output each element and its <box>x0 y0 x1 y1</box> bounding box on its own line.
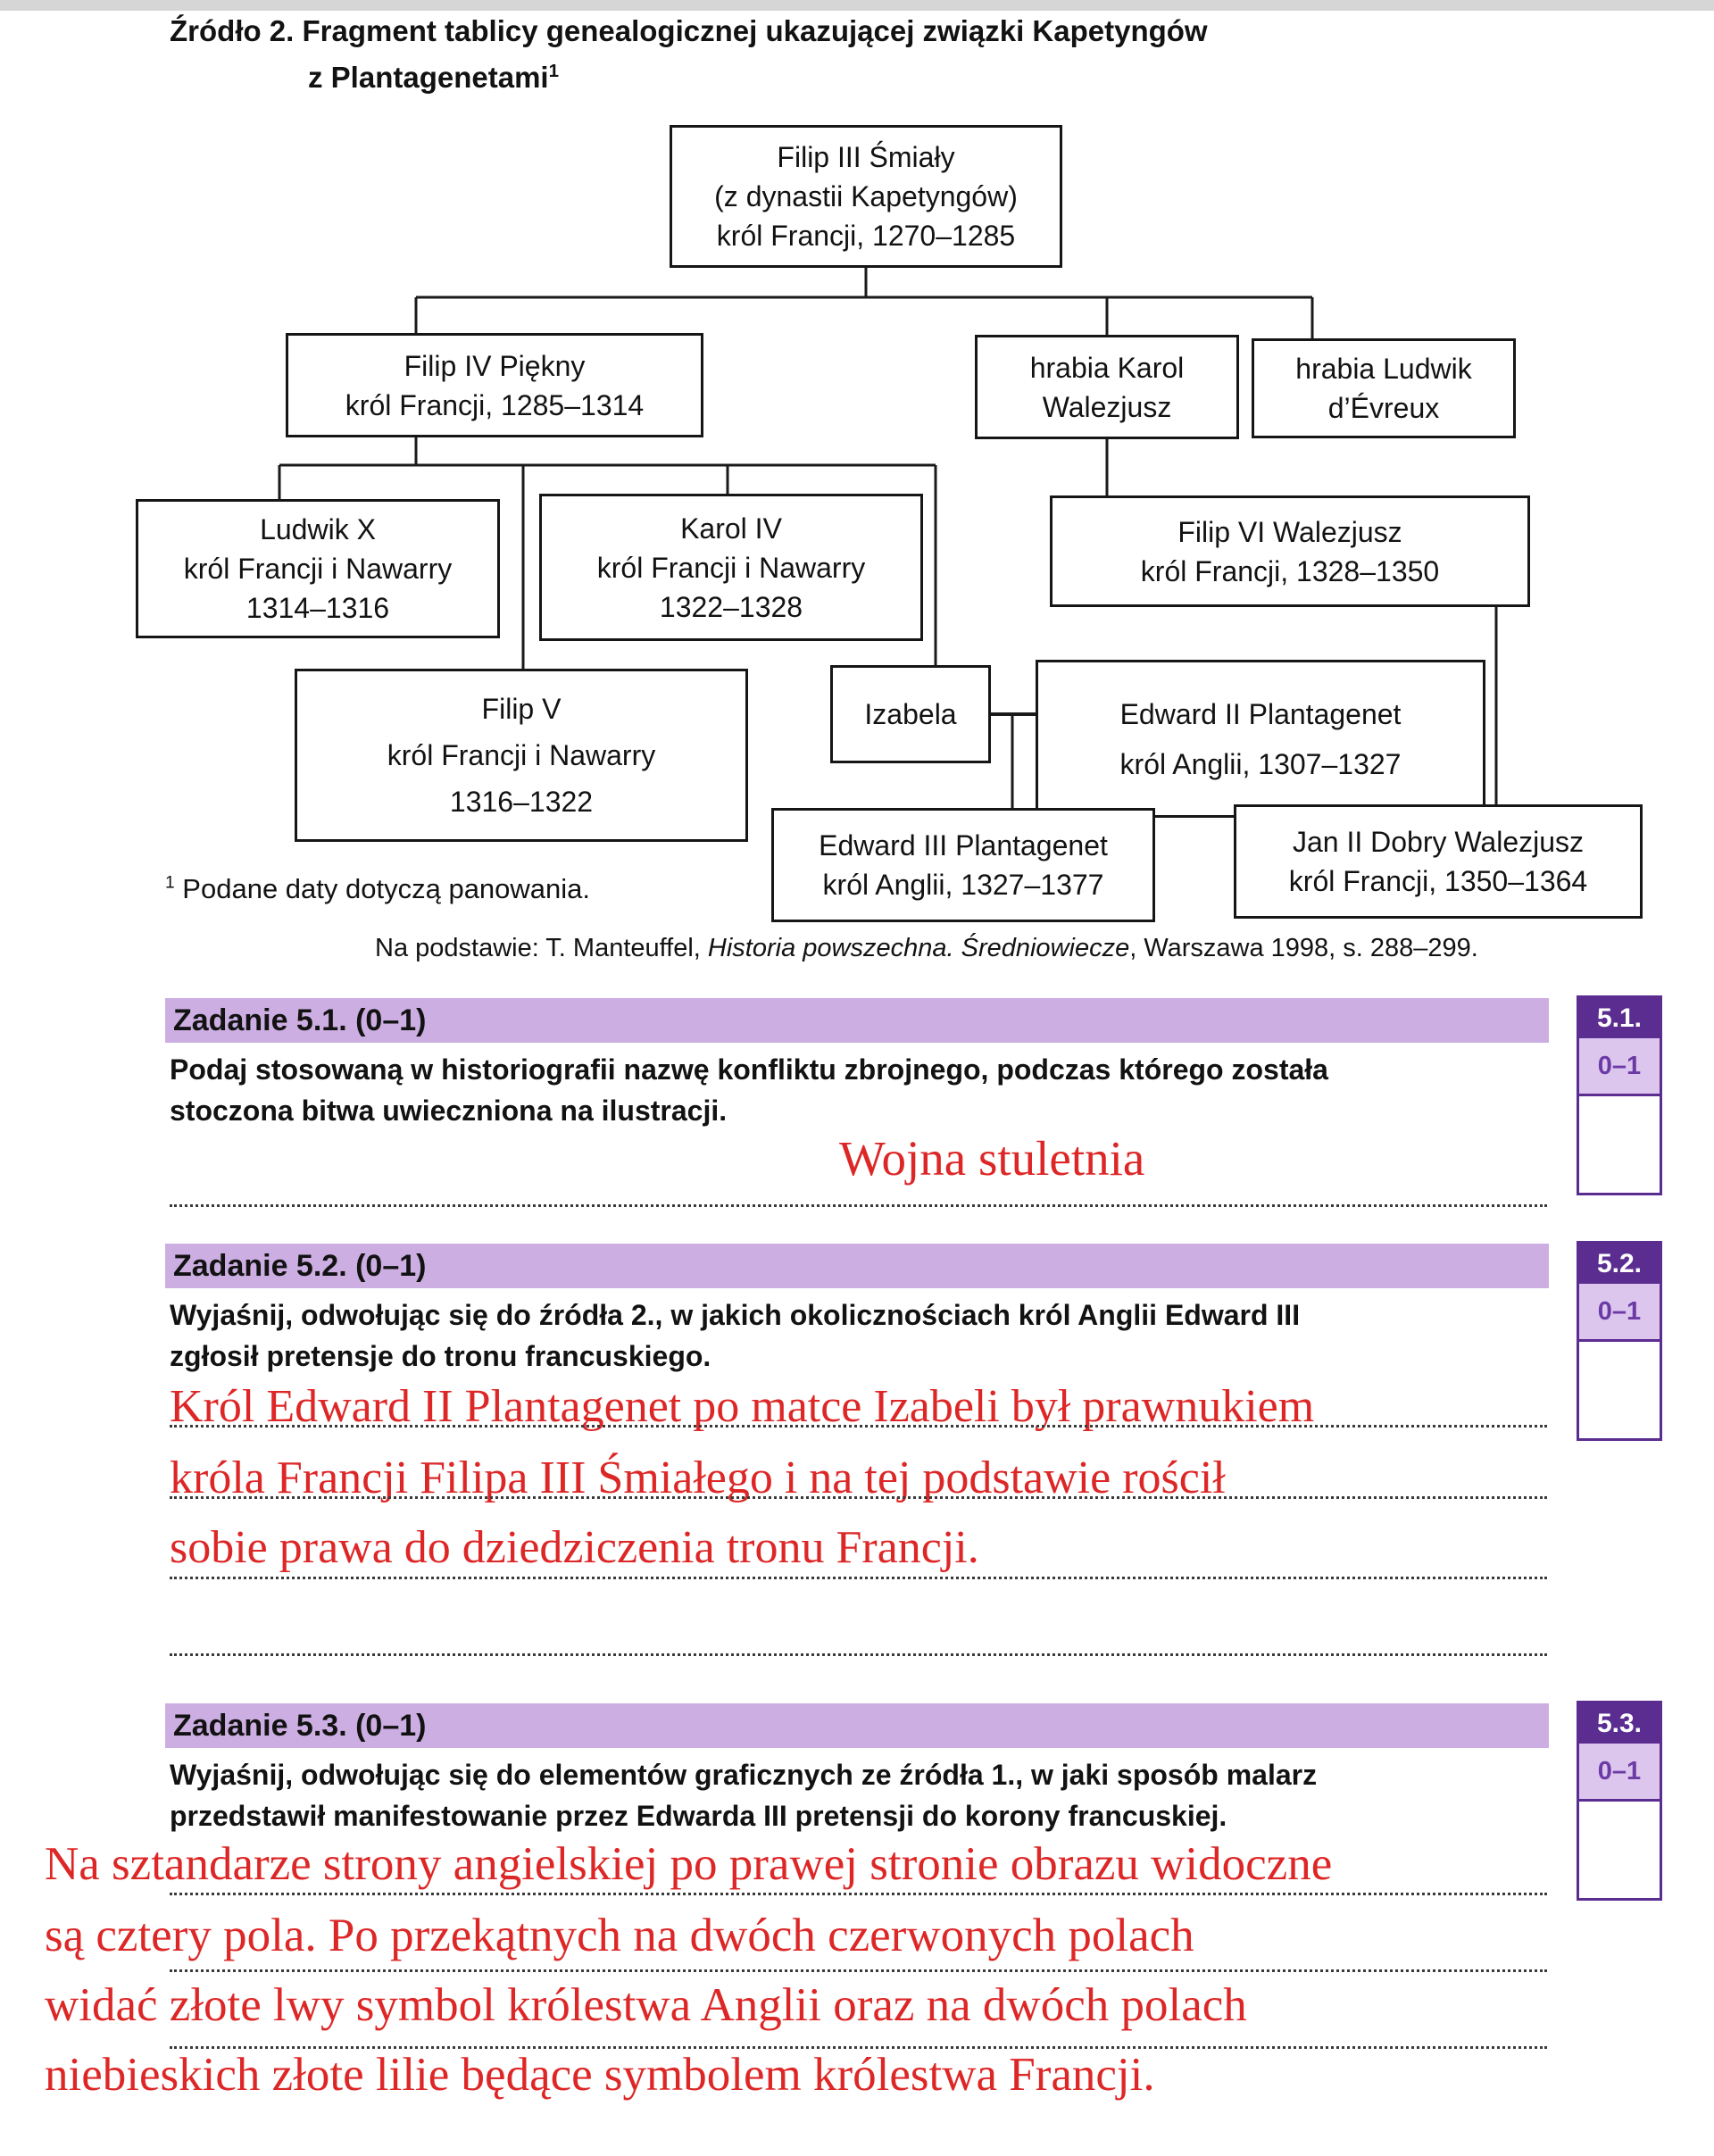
score-task-number: 5.2. <box>1579 1244 1660 1284</box>
tree-node-filip-v: Filip V król Francji i Nawarry 1316–1322 <box>295 669 748 842</box>
source-title-text2: z Plantagenetami <box>308 61 549 94</box>
task-5-2-score-box: 5.2. 0–1 <box>1577 1241 1662 1441</box>
answer-dotted-line <box>170 1496 1547 1499</box>
tree-connector-lines <box>278 268 1498 810</box>
node-line: hrabia Ludwik <box>1295 353 1472 385</box>
score-points-range: 0–1 <box>1579 1284 1660 1339</box>
node-line: 1316–1322 <box>449 786 594 818</box>
answer-dotted-line <box>170 1204 1547 1207</box>
tree-node-karol-iv: Karol IV król Francji i Nawarry 1322–132… <box>539 494 923 641</box>
task-5-2-answer-line: króla Francji Filipa III Śmiałego i na t… <box>170 1453 1226 1503</box>
node-line: Walezjusz <box>1042 390 1172 423</box>
node-line: Filip V <box>481 693 562 725</box>
node-line: Ludwik X <box>260 513 376 545</box>
node-line: Edward II Plantagenet <box>1119 697 1402 730</box>
node-line: król Francji, 1270–1285 <box>716 220 1016 252</box>
node-line: Filip III Śmiały <box>777 141 955 173</box>
source-title-line1: Źródło 2. Fragment tablicy genealogiczne… <box>170 14 1208 48</box>
scan-edge-strip <box>0 0 1714 11</box>
answer-dotted-line <box>170 1653 1547 1656</box>
node-line: król Francji i Nawarry <box>387 739 656 771</box>
task-5-2-header-bar: Zadanie 5.2. (0–1) <box>165 1244 1549 1288</box>
score-task-number: 5.1. <box>1579 998 1660 1038</box>
tree-node-ludwik-x: Ludwik X król Francji i Nawarry 1314–131… <box>136 499 500 638</box>
task-5-1-header-bar: Zadanie 5.1. (0–1) <box>165 998 1549 1043</box>
source-title-line2: z Plantagenetami1 <box>308 61 559 95</box>
task-5-3-question-line: Wyjaśnij, odwołując się do elementów gra… <box>170 1759 1318 1791</box>
tree-node-jan-ii: Jan II Dobry Walezjusz król Francji, 135… <box>1234 804 1643 919</box>
footnote-marker: 1 <box>165 873 175 893</box>
node-line: król Anglii, 1327–1377 <box>822 869 1104 901</box>
task-header-label: Zadanie 5.3. (0–1) <box>173 1709 427 1743</box>
node-line: król Francji, 1285–1314 <box>345 388 645 421</box>
task-5-3-question-line: przedstawił manifestowanie przez Edwarda… <box>170 1800 1227 1832</box>
source-suffix: , Warszawa 1998, s. 288–299. <box>1129 934 1478 962</box>
node-line: Karol IV <box>680 512 782 545</box>
tree-node-edward-ii: Edward II Plantagenet król Anglii, 1307–… <box>1036 660 1485 818</box>
node-line: Filip IV Piękny <box>404 349 586 382</box>
node-line: król Anglii, 1307–1327 <box>1119 747 1402 780</box>
task-header-label: Zadanie 5.2. (0–1) <box>173 1249 427 1283</box>
task-5-1-score-box: 5.1. 0–1 <box>1577 995 1662 1195</box>
node-line: król Francji i Nawarry <box>596 551 866 584</box>
task-5-2-question-line: Wyjaśnij, odwołując się do źródła 2., w … <box>170 1299 1301 1331</box>
task-5-2-question-line: zgłosił pretensje do tronu francuskiego. <box>170 1340 711 1372</box>
source-prefix: Na podstawie: T. Manteuffel, <box>375 934 708 962</box>
node-line: Filip VI Walezjusz <box>1177 515 1402 548</box>
task-5-3-answer-line: Na sztandarze strony angielskiej po praw… <box>45 1838 1333 1890</box>
tree-node-filip-iv: Filip IV Piękny król Francji, 1285–1314 <box>286 333 703 437</box>
footnote-text: Podane daty dotyczą panowania. <box>174 873 591 904</box>
score-task-number: 5.3. <box>1579 1703 1660 1744</box>
score-entry-cell <box>1579 1094 1660 1193</box>
node-line: 1314–1316 <box>245 592 390 624</box>
score-entry-cell <box>1579 1799 1660 1898</box>
task-5-3-answer-line: widać złote lwy symbol królestwa Anglii … <box>45 1979 1247 2031</box>
node-line: król Francji, 1328–1350 <box>1140 554 1440 587</box>
task-5-3-answer-line: niebieskich złote lilie będące symbolem … <box>45 2049 1155 2101</box>
answer-dotted-line <box>170 2046 1547 2049</box>
footnote: 1 Podane daty dotyczą panowania. <box>165 873 590 905</box>
task-header-label: Zadanie 5.1. (0–1) <box>173 1003 427 1037</box>
node-line: król Francji, 1350–1364 <box>1288 865 1588 897</box>
answer-dotted-line <box>170 1893 1547 1895</box>
tree-node-filip-iii: Filip III Śmiały (z dynastii Kapetyngów)… <box>670 125 1062 268</box>
task-5-1-answer: Wojna stuletnia <box>839 1131 1145 1186</box>
tree-node-izabela: Izabela <box>830 665 991 763</box>
task-5-3-answer-line: są cztery pola. Po przekątnych na dwóch … <box>45 1910 1194 1961</box>
tree-node-karol-walezjusz: hrabia Karol Walezjusz <box>975 335 1239 439</box>
node-line: król Francji i Nawarry <box>183 553 453 585</box>
node-line: Izabela <box>864 698 957 730</box>
tree-node-filip-vi: Filip VI Walezjusz król Francji, 1328–13… <box>1050 495 1530 607</box>
score-points-range: 0–1 <box>1579 1744 1660 1799</box>
node-line: Edward III Plantagenet <box>819 829 1108 862</box>
answer-dotted-line <box>170 1969 1547 1972</box>
source-title-text: Źródło 2. Fragment tablicy genealogiczne… <box>170 14 1208 47</box>
node-line: Jan II Dobry Walezjusz <box>1292 826 1585 858</box>
task-5-1-question-line: stoczona bitwa uwieczniona na ilustracji… <box>170 1095 728 1127</box>
source-book-title: Historia powszechna. Średniowiecze <box>707 934 1130 962</box>
task-5-1-question-line: Podaj stosowaną w historiografii nazwę k… <box>170 1053 1328 1086</box>
answer-dotted-line <box>170 1577 1547 1579</box>
node-line: hrabia Karol <box>1029 351 1185 384</box>
score-entry-cell <box>1579 1339 1660 1438</box>
tree-node-ludwik-evreux: hrabia Ludwik d’Évreux <box>1252 338 1516 438</box>
source-citation: Na podstawie: T. Manteuffel, Historia po… <box>375 934 1478 963</box>
score-points-range: 0–1 <box>1579 1038 1660 1094</box>
footnote-marker: 1 <box>548 61 559 81</box>
task-5-2-answer-line: Król Edward II Plantagenet po matce Izab… <box>170 1381 1315 1432</box>
answer-dotted-line <box>170 1425 1547 1428</box>
task-5-3-score-box: 5.3. 0–1 <box>1577 1701 1662 1901</box>
node-line: (z dynastii Kapetyngów) <box>714 180 1018 212</box>
node-line: 1322–1328 <box>659 590 803 623</box>
task-5-2-answer-line: sobie prawa do dziedziczenia tronu Franc… <box>170 1522 979 1573</box>
tree-node-edward-iii: Edward III Plantagenet król Anglii, 1327… <box>771 808 1155 922</box>
task-5-3-header-bar: Zadanie 5.3. (0–1) <box>165 1703 1549 1748</box>
node-line: d’Évreux <box>1327 392 1440 424</box>
